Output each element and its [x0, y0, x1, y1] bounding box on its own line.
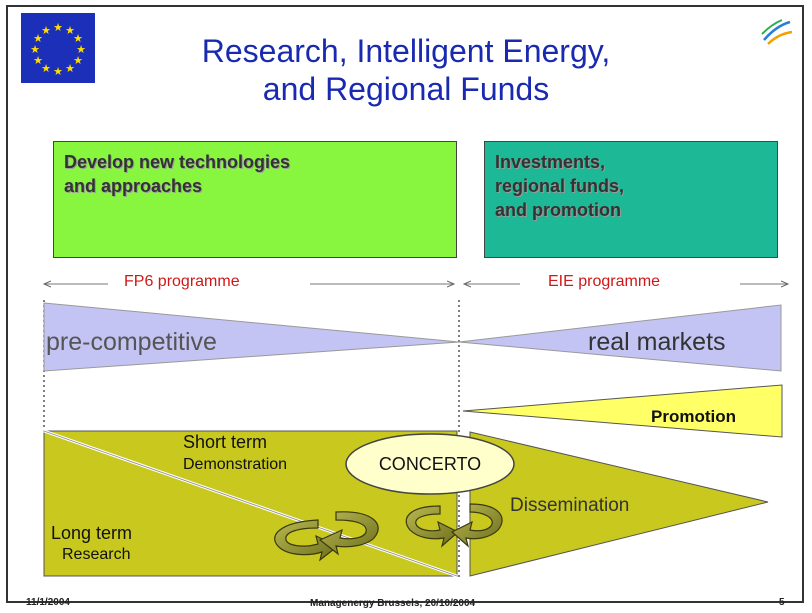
real-markets-label: real markets	[588, 328, 726, 356]
dissemination-label: Dissemination	[510, 495, 630, 516]
cycle-arrows-left-icon	[274, 511, 379, 562]
footer-event: Managenergy Brussels, 20/10/2004	[310, 598, 476, 609]
title-line-1: Research, Intelligent Energy,	[201, 33, 611, 69]
svg-text:★: ★	[65, 25, 75, 37]
svg-text:★: ★	[73, 55, 83, 67]
real-markets-triangle	[458, 304, 782, 372]
research-label: Research	[62, 546, 131, 563]
develop-technologies-box: Develop new technologies and approaches	[53, 141, 457, 258]
svg-text:★: ★	[73, 33, 83, 45]
title-line-2: and Regional Funds	[262, 71, 550, 107]
cycle-arrows-right-icon	[405, 503, 503, 548]
concerto-label: CONCERTO	[378, 454, 482, 474]
svg-text:★: ★	[41, 25, 51, 37]
footer-date: 11/1/2004	[26, 597, 70, 608]
managenergy-logo-icon	[761, 19, 793, 45]
short-term-label: Short term	[183, 432, 268, 452]
pre-competitive-label: pre-competitive	[46, 328, 217, 356]
pre-competitive-triangle	[43, 302, 460, 372]
eu-flag-icon: ★★★ ★★★ ★★★ ★★★	[21, 13, 95, 83]
fp6-programme-label: FP6 programme	[124, 273, 240, 290]
svg-text:★: ★	[33, 55, 43, 67]
promotion-label: Promotion	[651, 407, 736, 426]
footer-page-number: 5	[779, 597, 785, 608]
slide-frame	[6, 5, 804, 603]
promotion-wedge	[462, 384, 783, 438]
demonstration-label: Demonstration	[183, 456, 288, 473]
investments-box: Investments, regional funds, and promoti…	[484, 141, 778, 258]
svg-text:★: ★	[30, 44, 40, 56]
svg-text:★: ★	[53, 66, 63, 78]
eie-programme-label: EIE programme	[548, 273, 661, 290]
concerto-ellipse	[345, 433, 515, 495]
long-term-label: Long term	[51, 523, 133, 543]
svg-text:★: ★	[41, 63, 51, 75]
svg-text:★: ★	[53, 22, 63, 34]
svg-text:★: ★	[76, 44, 86, 56]
svg-text:★: ★	[65, 63, 75, 75]
svg-text:★: ★	[33, 33, 43, 45]
